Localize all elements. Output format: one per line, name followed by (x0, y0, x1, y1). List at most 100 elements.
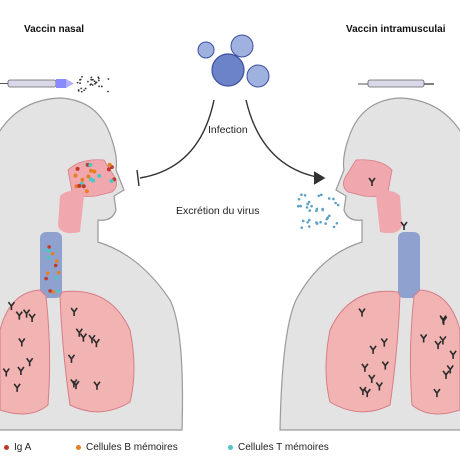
shedding-droplet (315, 222, 319, 225)
legend-label: Cellules T mémoires (238, 442, 329, 453)
spray-dot (107, 90, 109, 93)
antibody (358, 308, 366, 317)
shedding-droplet (327, 197, 331, 200)
virus-shedding-droplets (296, 193, 340, 229)
legend: Ig A Cellules B mémoires Cellules T mémo… (0, 440, 460, 458)
shedding-droplet (332, 225, 336, 229)
antibody (363, 388, 371, 398)
antibody (67, 354, 76, 363)
shedding-droplet (328, 214, 331, 218)
spray-dot (83, 89, 86, 92)
legend-swatch (76, 445, 81, 450)
antibody (7, 301, 16, 311)
shedding-droplet (307, 200, 311, 204)
antibody (22, 309, 31, 318)
antibody (375, 382, 384, 391)
antibody-shape (75, 328, 83, 337)
antibody (88, 334, 96, 344)
memory-cell (106, 167, 111, 172)
nasal-vaccine-title: Vaccin nasal (24, 24, 85, 35)
memory-cell (56, 289, 60, 293)
antibody-shape (28, 313, 36, 323)
legend-swatch (4, 445, 9, 450)
spray-dot (89, 83, 92, 86)
spray-mist (76, 75, 110, 93)
memory-cell (92, 169, 97, 174)
antibody-shape (420, 333, 428, 343)
memory-cell (89, 168, 94, 173)
antibody-shape (26, 357, 34, 367)
antibody-shape (375, 382, 384, 391)
antibody-shape (67, 354, 76, 363)
spray-dot (95, 81, 98, 84)
spray-dot (100, 85, 103, 88)
right-lung-right (409, 289, 460, 415)
shedding-droplet (306, 220, 309, 224)
memory-cell (80, 177, 85, 182)
antibody-markers (2, 177, 457, 398)
shedding-droplet (300, 193, 303, 197)
memory-cell (54, 275, 59, 280)
virus-particle (197, 41, 215, 59)
legend-label: Cellules B mémoires (86, 442, 178, 453)
memory-cell (47, 249, 52, 253)
shedding-droplet (319, 220, 322, 224)
shedding-droplet (319, 193, 323, 197)
infection-label: Infection (208, 124, 248, 136)
spray-dot (107, 78, 110, 80)
antibody-shape (434, 340, 442, 350)
shedding-droplet (332, 197, 335, 201)
legend-label: Ig A (14, 442, 32, 453)
spray-dot (80, 87, 83, 90)
antibody-shape (400, 221, 408, 230)
memory-cell (45, 271, 50, 275)
antibody-shape (15, 311, 23, 320)
antibody (18, 338, 26, 347)
virus-shedding-label: Excrétion du virus (176, 205, 260, 217)
antibody (17, 366, 25, 376)
memory-cell-markers (43, 162, 117, 294)
antibody (380, 338, 388, 347)
spray-dot (93, 80, 96, 83)
antibody (420, 333, 428, 343)
antibody-shape (449, 350, 457, 359)
shedding-droplet (315, 207, 319, 211)
antibody (79, 333, 88, 342)
antibody (70, 307, 78, 317)
shedding-droplet (334, 201, 337, 205)
antibody-shape (369, 345, 377, 354)
right-lung-left (325, 290, 401, 413)
memory-cell (97, 173, 102, 178)
antibody-shape (2, 368, 10, 377)
spray-dot (79, 82, 82, 85)
shedding-droplet (335, 221, 339, 225)
antibody (439, 335, 447, 345)
antibody-shape (79, 333, 88, 342)
memory-cell (84, 189, 89, 194)
memory-cell (75, 166, 80, 171)
antibody-shape (439, 335, 447, 345)
memory-cell (55, 259, 59, 263)
shedding-droplet (306, 202, 309, 206)
memory-cell (48, 289, 52, 293)
memory-cell (86, 174, 91, 179)
memory-cell (53, 263, 58, 268)
shedding-droplet (308, 209, 312, 212)
spray-dot (77, 89, 80, 92)
memory-cell (91, 178, 96, 183)
antibody-shape (88, 334, 96, 344)
antibody (449, 350, 457, 359)
shedding-droplet (297, 197, 301, 201)
spray-dot (90, 76, 93, 79)
legend-item-memory-b: Cellules B mémoires (76, 442, 178, 453)
antibody-shape (93, 381, 101, 390)
virus-particle (246, 64, 270, 88)
antibody (75, 328, 83, 337)
im-vaccine-title: Vaccin intramusculai (346, 24, 446, 35)
antibody-shape (92, 338, 101, 348)
shedding-droplet (317, 194, 321, 198)
virus-particle (230, 34, 254, 58)
infection-arrow (245, 99, 323, 179)
memory-cell (44, 276, 48, 281)
